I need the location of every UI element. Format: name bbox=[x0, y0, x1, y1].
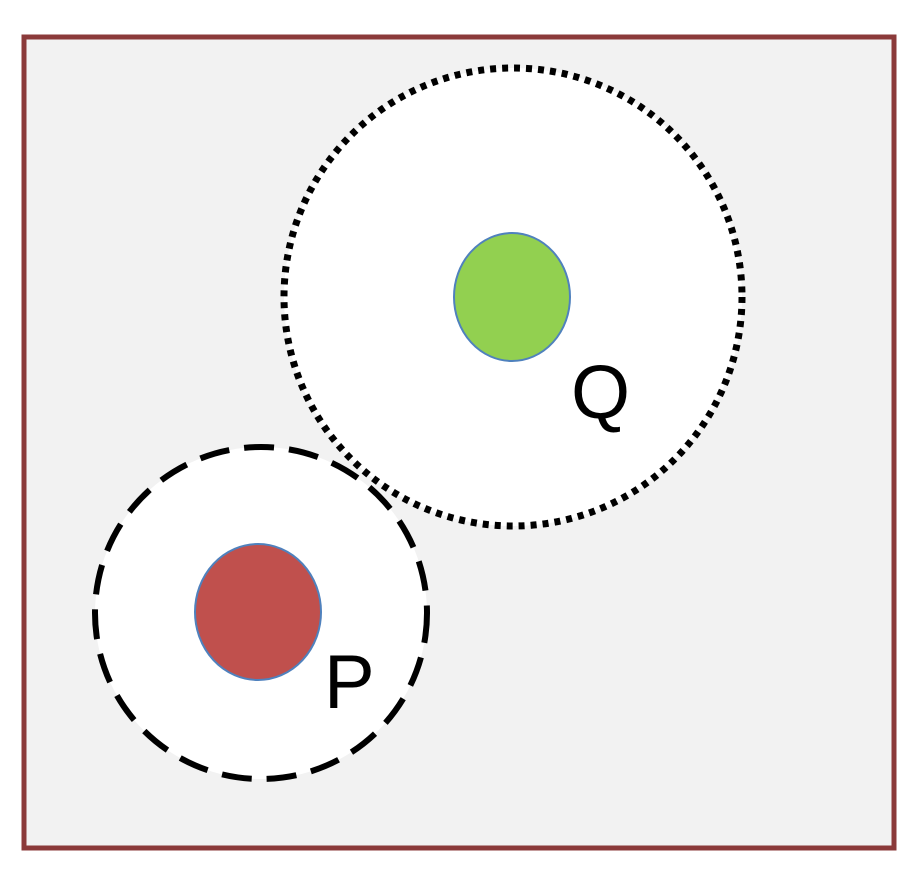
node-p-label: P bbox=[324, 640, 375, 725]
node-q-dot bbox=[453, 232, 571, 362]
node-q-label: Q bbox=[571, 350, 630, 435]
node-p-dot bbox=[194, 543, 322, 681]
